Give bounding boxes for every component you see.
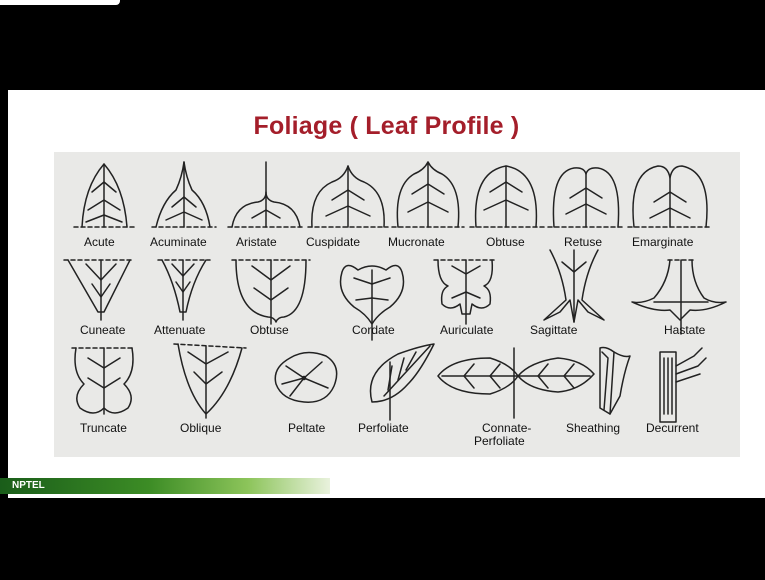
- label-oblique: Oblique: [180, 422, 221, 435]
- leaf-retuse-icon: [548, 168, 624, 227]
- leaf-obtuse-icon: [470, 166, 544, 227]
- nptel-logo-text: NPTEL: [12, 480, 45, 491]
- label-sheathing: Sheathing: [566, 422, 620, 435]
- label-acute: Acute: [84, 236, 115, 249]
- label-connate-perfoliate: Perfoliate: [474, 435, 525, 448]
- leaf-obtuse-base-icon: [232, 260, 310, 324]
- label-emarginate: Emarginate: [632, 236, 693, 249]
- slide-title: Foliage ( Leaf Profile ): [8, 112, 765, 141]
- leaf-sagittate-icon: [544, 250, 604, 322]
- label-peltate: Peltate: [288, 422, 325, 435]
- label-hastate: Hastate: [664, 324, 705, 337]
- previous-slide-sliver: [0, 0, 120, 5]
- leaf-aristate-icon: [228, 162, 304, 227]
- leaf-sheathing-icon: [600, 348, 630, 415]
- top-black-bar: [0, 0, 765, 90]
- label-cordate: Cordate: [352, 324, 395, 337]
- label-attenuate: Attenuate: [154, 324, 205, 337]
- leaf-cuneate-icon: [64, 260, 134, 320]
- label-acuminate: Acuminate: [150, 236, 207, 249]
- label-cuspidate: Cuspidate: [306, 236, 360, 249]
- leaf-acute-icon: [74, 164, 136, 227]
- label-obtuse-apex: Obtuse: [486, 236, 525, 249]
- leaf-attenuate-icon: [158, 260, 210, 320]
- label-sagittate: Sagittate: [530, 324, 577, 337]
- leaf-acuminate-icon: [152, 162, 216, 227]
- label-aristate: Aristate: [236, 236, 277, 249]
- leaf-decurrent-icon: [660, 348, 706, 422]
- label-retuse: Retuse: [564, 236, 602, 249]
- leaf-perfoliate-icon: [370, 344, 434, 420]
- label-perfoliate: Perfoliate: [358, 422, 409, 435]
- leaf-emarginate-icon: [628, 166, 712, 227]
- leaf-cuspidate-icon: [308, 166, 388, 227]
- leaf-profile-figure: Acute Acuminate Aristate Cuspidate Mucro…: [54, 152, 740, 457]
- slide: Foliage ( Leaf Profile ): [8, 90, 765, 498]
- bottom-black-bar: [0, 498, 765, 580]
- label-cuneate: Cuneate: [80, 324, 125, 337]
- leaf-mucronate-icon: [392, 162, 464, 227]
- leaf-truncate-icon: [72, 348, 134, 414]
- leaf-peltate-icon: [275, 352, 336, 402]
- nptel-footer-bar: [0, 478, 330, 494]
- label-decurrent: Decurrent: [646, 422, 699, 435]
- label-obtuse-base: Obtuse: [250, 324, 289, 337]
- leaf-auriculate-icon: [434, 260, 496, 324]
- leaf-connate-perfoliate-icon: [438, 348, 594, 418]
- label-mucronate: Mucronate: [388, 236, 445, 249]
- leaf-oblique-icon: [174, 344, 246, 418]
- label-auriculate: Auriculate: [440, 324, 493, 337]
- label-truncate: Truncate: [80, 422, 127, 435]
